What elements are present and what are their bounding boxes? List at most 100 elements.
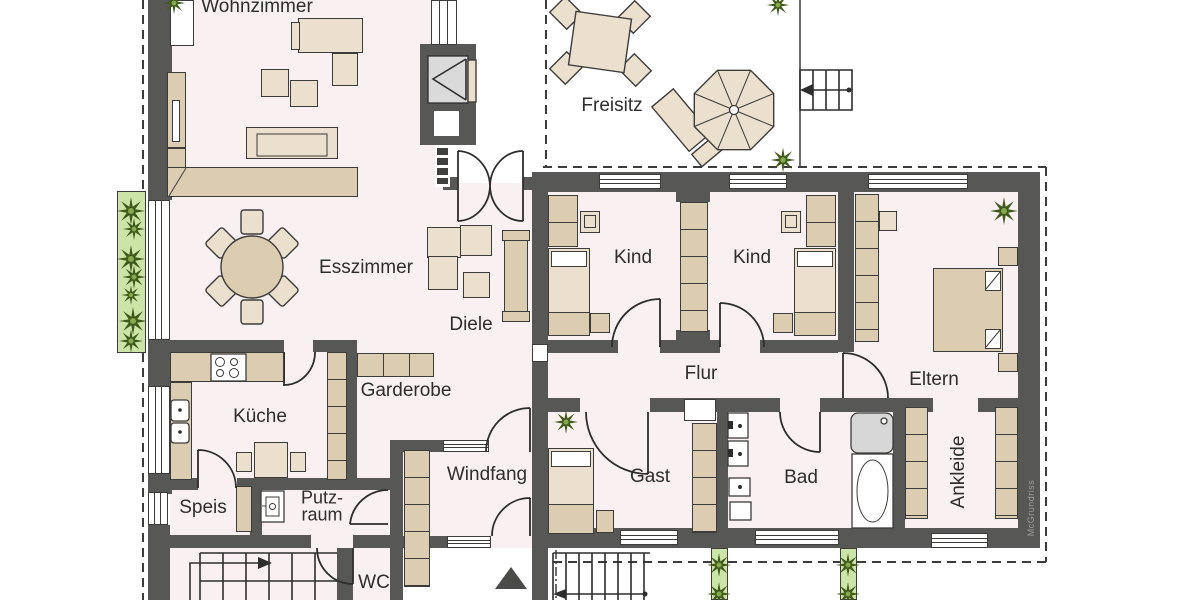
pillow (551, 451, 591, 467)
window (443, 440, 489, 452)
sofa (246, 127, 338, 159)
wall (1018, 172, 1040, 548)
wall (893, 412, 905, 528)
window (620, 530, 678, 545)
window (148, 200, 170, 340)
sectional-sofa (298, 18, 363, 53)
pillow (551, 251, 587, 267)
kitchen-tall-units (327, 352, 347, 480)
room-label-freisitz: Freisitz (581, 95, 643, 116)
wall (443, 177, 458, 190)
desk-chair (584, 215, 596, 228)
wall (148, 340, 172, 386)
wall-niche (684, 399, 716, 421)
kitchen-table (254, 442, 288, 478)
wall (148, 535, 311, 548)
side-table (463, 272, 490, 298)
wall (170, 340, 284, 352)
wall (532, 398, 580, 412)
wardrobe (692, 423, 717, 533)
window (755, 530, 839, 545)
outdoor-steps (552, 550, 650, 600)
parasol-icon (693, 69, 775, 151)
chair (236, 452, 252, 472)
nightstand (998, 247, 1018, 266)
sideboard (167, 167, 358, 197)
bench-cap (502, 230, 530, 241)
wall (237, 478, 390, 490)
bed-blanket (548, 312, 590, 336)
room-label-ankleide: Ankleide (948, 435, 969, 509)
room-label-esszimmer: Esszimmer (319, 257, 413, 278)
bench (504, 240, 528, 312)
bed-blanket (548, 504, 594, 534)
planter-box (117, 191, 146, 353)
room-label-wc: WC (358, 572, 390, 593)
bench-cap (502, 311, 530, 322)
shelf (170, 0, 194, 46)
wall (820, 398, 838, 412)
armchair (460, 225, 492, 256)
ottoman (290, 80, 318, 107)
kitchen-counter (170, 382, 192, 480)
room-label-windfang: Windfang (446, 464, 528, 485)
pillow (985, 329, 1001, 349)
room-label-diele: Diele (449, 314, 493, 335)
closet-row (905, 407, 928, 519)
wall (838, 172, 854, 352)
fireplace-block (420, 44, 476, 145)
wall (345, 340, 357, 482)
wall (337, 548, 353, 600)
wall (523, 177, 540, 190)
wall (532, 172, 548, 344)
bed-blanket (794, 312, 836, 336)
wall (532, 340, 618, 353)
window (868, 174, 968, 189)
room-label-speis: Speis (179, 497, 227, 518)
terrace-steps (799, 69, 853, 111)
wall (676, 192, 710, 202)
floor-bedroom-wing (533, 172, 1040, 548)
window (447, 536, 491, 548)
planter-strip (840, 548, 857, 600)
chaise (428, 256, 458, 290)
room-label-kind-2: Kind (732, 247, 772, 268)
wall (148, 478, 198, 490)
room-label-putzraum-line2: raum (301, 504, 343, 525)
ottoman (261, 69, 289, 97)
wall (390, 440, 443, 452)
speis-cabinet (236, 486, 252, 532)
window-flur-end (532, 344, 548, 362)
sectional-sofa-chaise (332, 53, 358, 86)
desk-chair (785, 215, 797, 228)
room-label-flur: Flur (684, 363, 718, 384)
room-label-gast: Gast (629, 466, 671, 487)
window (431, 0, 457, 45)
pillow (797, 251, 833, 267)
room-label-kind-1: Kind (613, 247, 653, 268)
sectional-sofa-armrest (291, 22, 300, 50)
closet-row (995, 407, 1018, 519)
wall (250, 490, 262, 536)
planter-strip (711, 548, 728, 600)
wall (390, 440, 403, 600)
sideboard-corner (167, 148, 186, 168)
desk (879, 211, 897, 231)
armchair (427, 227, 461, 258)
wardrobe (806, 195, 836, 247)
wardrobe (548, 195, 578, 247)
tv-lowboard-slot (172, 100, 180, 142)
room-label-bad: Bad (784, 467, 818, 488)
sun-lounger (650, 87, 725, 168)
shared-wardrobe-column (680, 202, 708, 332)
nightstand (998, 353, 1018, 372)
terrace-table-group (548, 0, 653, 88)
window (148, 492, 168, 525)
window (931, 533, 988, 548)
pillow (985, 271, 1001, 291)
room-label-eltern: Eltern (909, 369, 959, 390)
room-label-kueche: Küche (233, 406, 287, 427)
nightstand (590, 313, 610, 333)
chair (290, 452, 306, 472)
